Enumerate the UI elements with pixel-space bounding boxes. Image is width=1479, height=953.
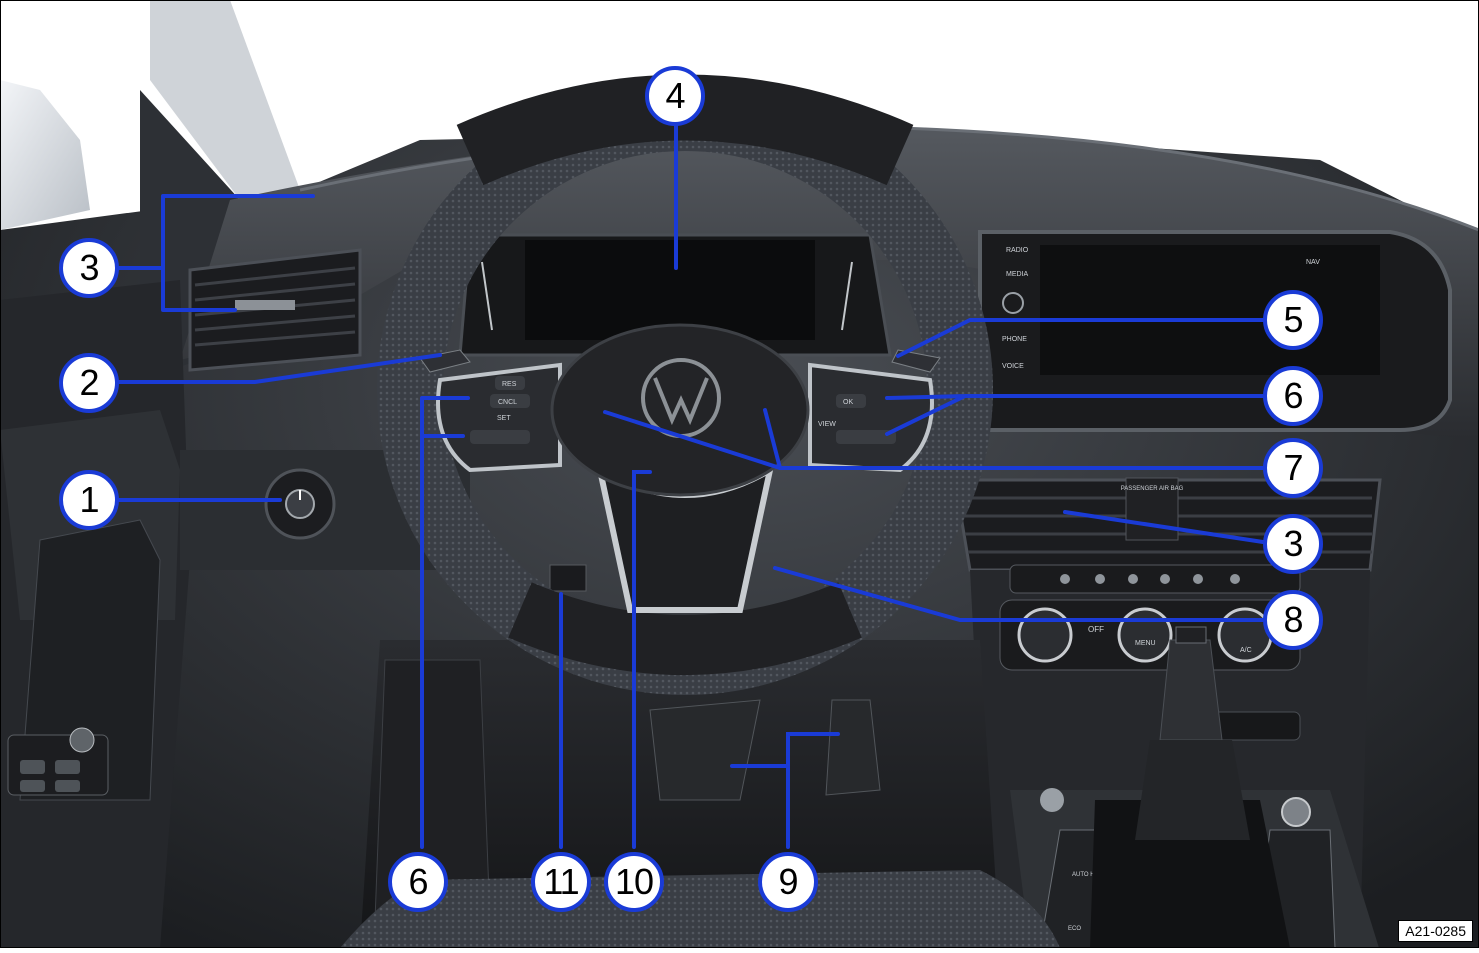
callout-2: 2 bbox=[59, 353, 119, 413]
leader-line-3-upper bbox=[117, 194, 315, 312]
callout-3-lower: 3 bbox=[1263, 514, 1323, 574]
voice-button-label: VOICE bbox=[1002, 363, 1024, 370]
usb-port-panel bbox=[1209, 711, 1301, 741]
climate-off-label: OFF bbox=[1088, 625, 1104, 634]
wiper-stalk bbox=[891, 349, 941, 373]
driver-seat bbox=[340, 870, 1060, 948]
vw-logo bbox=[653, 377, 709, 426]
leader-line-9 bbox=[730, 732, 840, 849]
leader-lines bbox=[117, 124, 1265, 849]
window-switches bbox=[20, 760, 80, 792]
volume-knob bbox=[1281, 797, 1311, 827]
side-window bbox=[0, 80, 90, 230]
steering-wheel-hub bbox=[550, 323, 810, 497]
climate-strip-icons bbox=[1060, 574, 1240, 584]
auto-hold-label: AUTO HOLD bbox=[1072, 872, 1108, 878]
callout-11: 11 bbox=[531, 852, 591, 912]
right-multifunction-buttons: OK VIEW bbox=[818, 394, 896, 444]
callout-6-lower: 6 bbox=[388, 852, 448, 912]
phone-button-label: PHONE bbox=[1002, 336, 1027, 343]
infotainment-buttons: RADIO MEDIA PHONE VOICE NAV bbox=[1002, 247, 1320, 370]
callout-1: 1 bbox=[59, 470, 119, 530]
console-button bbox=[1040, 788, 1064, 812]
passenger-airbag-indicator bbox=[1125, 477, 1179, 541]
callout-9: 9 bbox=[758, 852, 818, 912]
bonnet-release-lever bbox=[549, 564, 587, 592]
set-button-label: SET bbox=[497, 415, 511, 422]
infotainment-screen bbox=[1040, 245, 1380, 375]
gear-shift-boot-top bbox=[1135, 740, 1250, 840]
leader-line-2 bbox=[117, 353, 442, 384]
callout-3-upper: 3 bbox=[59, 238, 119, 298]
nav-button-label: NAV bbox=[1306, 259, 1320, 266]
callout-8: 8 bbox=[1263, 590, 1323, 650]
cluster-gauges bbox=[481, 261, 853, 331]
res-button-label: RES bbox=[502, 381, 517, 388]
gear-selector-top bbox=[1175, 626, 1207, 644]
leader-line-10 bbox=[632, 470, 652, 849]
figure-reference-code: A21-0285 bbox=[1398, 920, 1473, 942]
mirror-adjust-knob bbox=[69, 727, 95, 753]
ok-button-label: OK bbox=[843, 399, 853, 406]
view-button-label: VIEW bbox=[818, 421, 836, 428]
callout-4: 4 bbox=[645, 66, 705, 126]
temperature-knob-left bbox=[1017, 607, 1073, 663]
leader-line-5 bbox=[896, 318, 1265, 358]
steering-wheel-right-spoke bbox=[808, 362, 934, 473]
passenger-airbag-label: PASSENGER AIR BAG bbox=[1121, 486, 1184, 492]
callout-10: 10 bbox=[604, 852, 664, 912]
cncl-button-label: CNCL bbox=[498, 399, 517, 406]
a-pillar bbox=[150, 0, 300, 200]
leader-line-6-left bbox=[420, 396, 470, 849]
media-button-label: MEDIA bbox=[1006, 271, 1029, 278]
fan-knob bbox=[1117, 607, 1173, 663]
callout-6-right: 6 bbox=[1263, 366, 1323, 426]
power-knob bbox=[1002, 292, 1024, 314]
callout-5: 5 bbox=[1263, 290, 1323, 350]
left-vent-slats bbox=[194, 266, 356, 347]
radio-button-label: RADIO bbox=[1006, 247, 1029, 254]
leader-line-6-right bbox=[885, 394, 1265, 436]
climate-ac-label: A/C bbox=[1240, 647, 1252, 654]
eco-label: ECO bbox=[1068, 926, 1081, 932]
leader-line-7 bbox=[603, 408, 1265, 470]
steering-wheel-bottom-leather bbox=[508, 582, 862, 675]
left-vent-thumbwheel bbox=[235, 300, 295, 310]
brake-pedal bbox=[649, 699, 761, 801]
seat-heating-button-strip bbox=[1009, 564, 1301, 594]
leader-line-3-lower bbox=[1063, 510, 1265, 544]
climate-menu-label: MENU bbox=[1135, 640, 1156, 647]
accelerator-pedal bbox=[825, 699, 881, 796]
callout-7: 7 bbox=[1263, 438, 1323, 498]
digital-cockpit-display bbox=[525, 240, 815, 340]
leader-line-8 bbox=[773, 566, 1265, 622]
left-multifunction-buttons: RES CNCL SET bbox=[470, 376, 530, 444]
